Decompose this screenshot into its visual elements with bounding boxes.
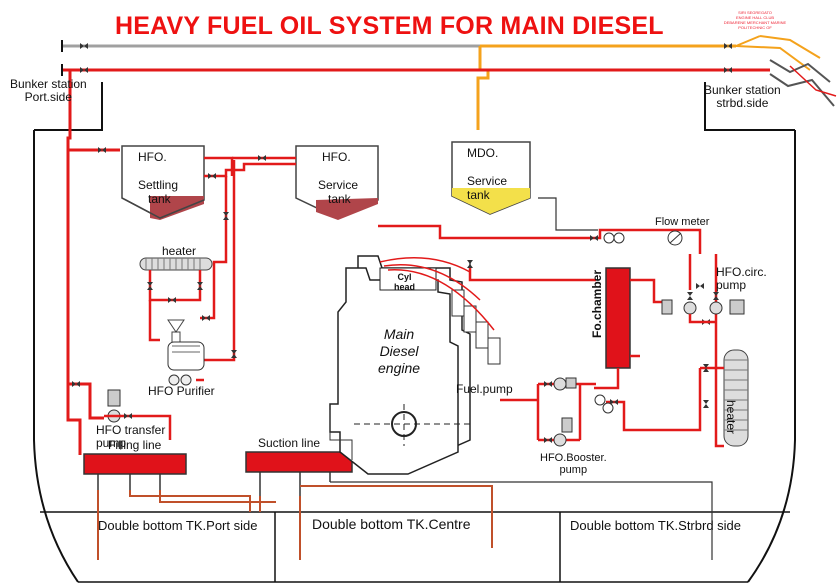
fuel-pump-label: Fuel.pump — [456, 382, 513, 396]
flow-meter-label: Flow meter — [655, 216, 710, 228]
fo-chamber-label: Fo.chamber — [590, 269, 604, 338]
suction-line-label: Suction line — [258, 436, 321, 450]
db-centre-label: Double bottom TK.Centre — [312, 516, 471, 532]
hfo-circ-pump-label: HFO.circ.pump — [716, 265, 767, 292]
db-port-label: Double bottom TK.Port side — [98, 518, 258, 533]
hfo-purifier-label: HFO Purifier — [148, 384, 215, 398]
filling-line-label: Filling line — [108, 438, 162, 452]
diagram-title: HEAVY FUEL OIL SYSTEM FOR MAIN DIESEL — [115, 12, 664, 40]
hfo-booster-pump-label: HFO.Booster.pump — [540, 452, 607, 476]
heater-right-label: heater — [724, 400, 738, 435]
heater-left-label: heater — [162, 244, 197, 258]
db-stbd-label: Double bottom TK.Strbrd side — [570, 518, 742, 533]
